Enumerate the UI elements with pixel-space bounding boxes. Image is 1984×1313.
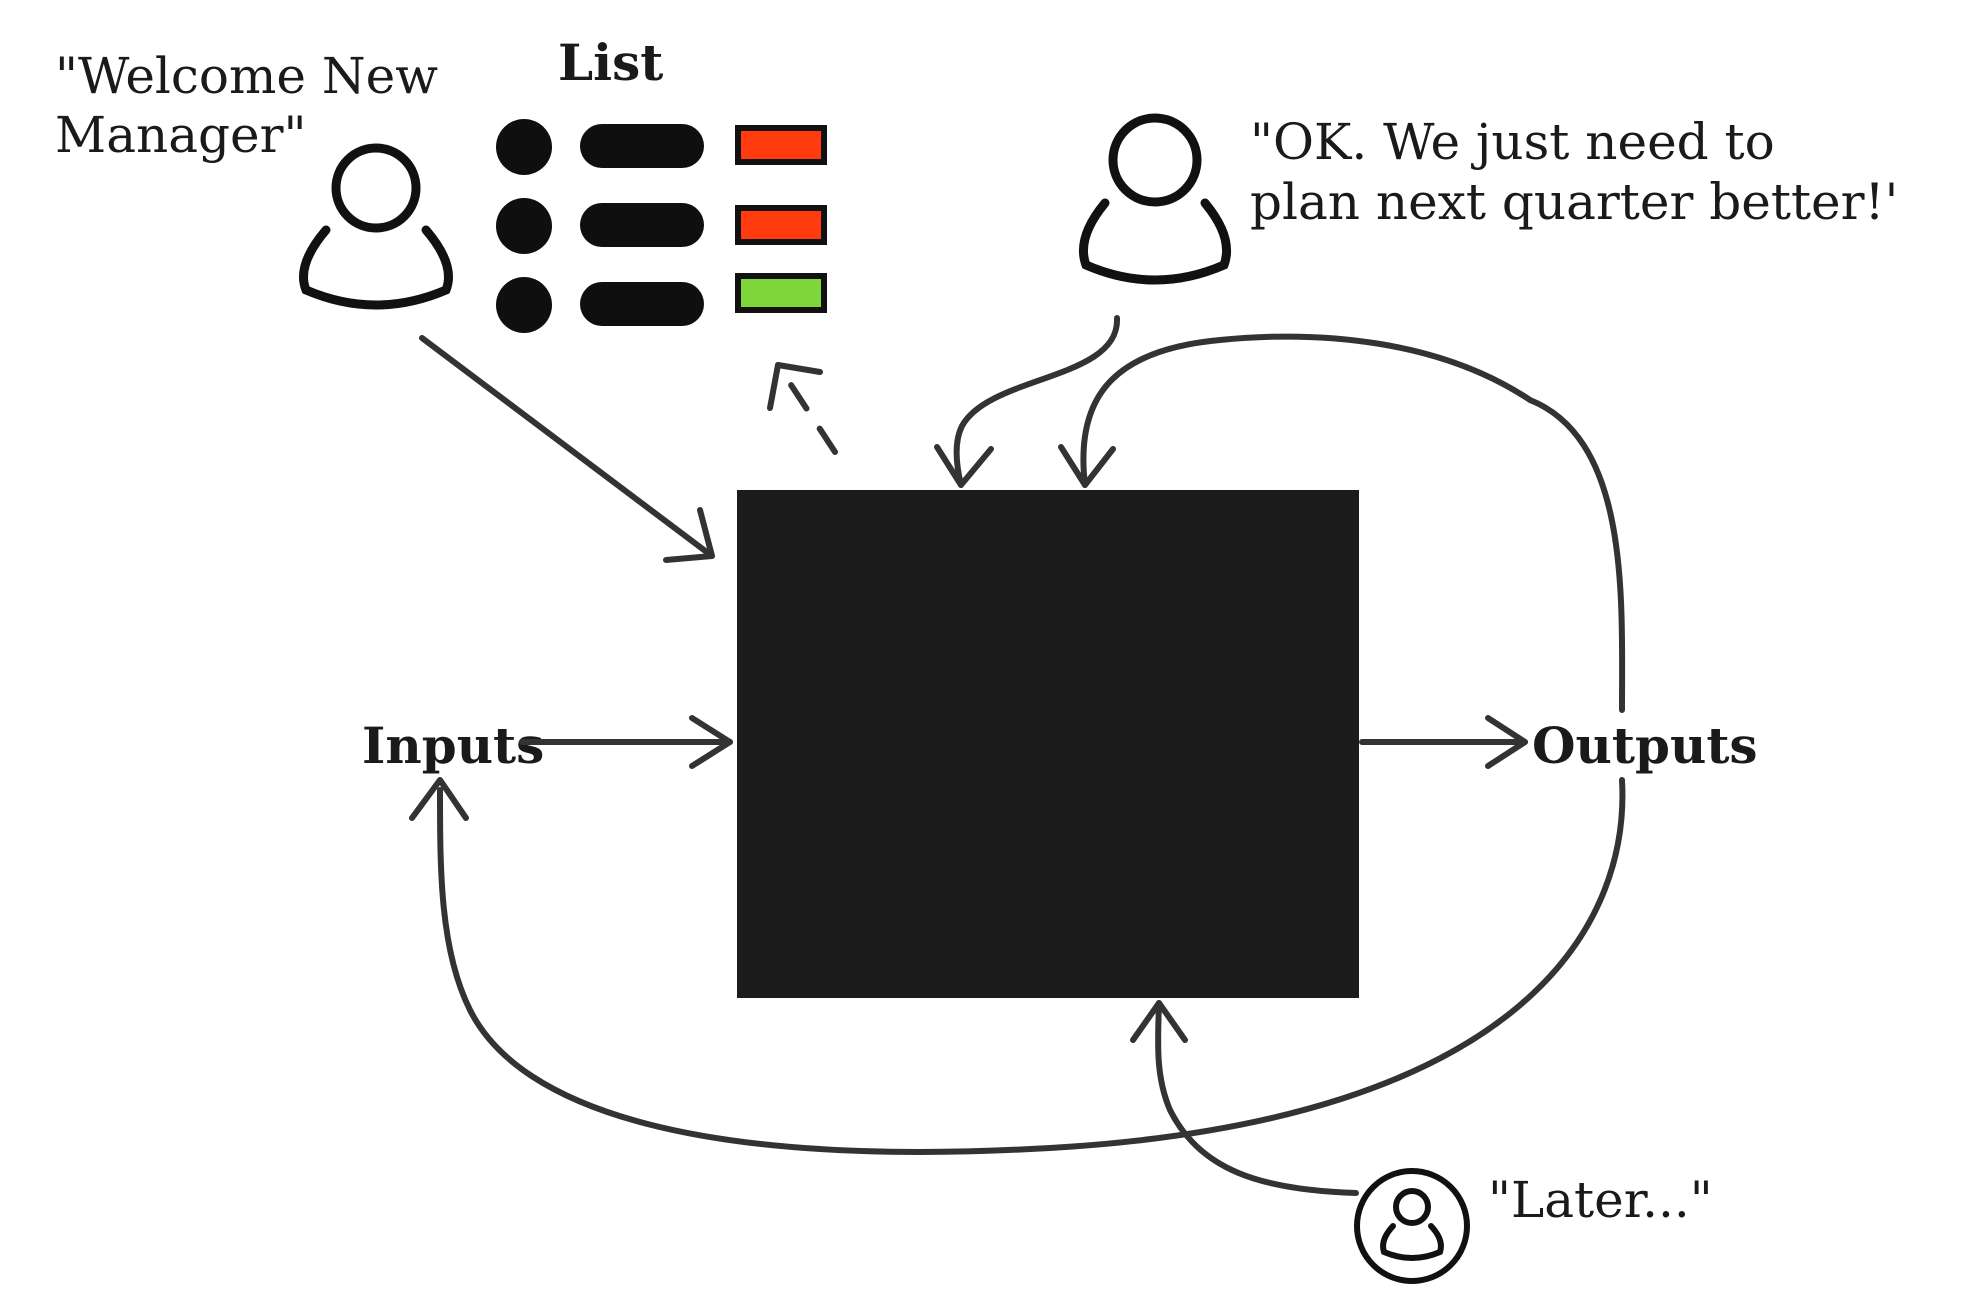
arrow-later-to-box — [1155, 1000, 1359, 1196]
arrow-box-to-list — [775, 362, 838, 455]
status-swatch-icon — [735, 273, 827, 313]
list-bullets — [496, 119, 552, 333]
list-bars — [580, 124, 704, 326]
person-icon-later — [1354, 1168, 1470, 1284]
list-bullet-icon — [496, 277, 552, 333]
list-item-bar — [580, 124, 704, 168]
status-swatch-icon — [735, 205, 827, 245]
arrow-outputs-loop-to-box-top — [1080, 333, 1626, 713]
status-swatch-icon — [735, 125, 827, 165]
arrow-inputs-to-box-head — [689, 715, 733, 769]
list-item-bar — [580, 203, 704, 247]
arrow-manager-to-box — [419, 335, 715, 559]
new-manager-quote-line2: Manager" — [55, 106, 307, 164]
outputs-label: Outputs — [1532, 716, 1758, 775]
arrow-planner-to-box-head — [934, 444, 994, 488]
later-quote: "Later..." — [1488, 1171, 1713, 1229]
black-box-process — [737, 490, 1359, 998]
inputs-label: Inputs — [362, 716, 545, 775]
person-icon-new-manager — [299, 143, 453, 310]
list-bullet-icon — [496, 119, 552, 175]
arrow-outputs-loop-to-box-top-head — [1058, 444, 1116, 488]
list-title: List — [558, 33, 664, 92]
list-status-swatches — [735, 125, 827, 313]
new-manager-quote-line1: "Welcome New — [55, 47, 439, 105]
arrow-outputs-loop-to-inputs-head — [409, 777, 469, 821]
arrow-planner-to-box — [953, 315, 1121, 488]
arrow-later-to-box-head — [1130, 1000, 1188, 1043]
person-icon-planner — [1078, 113, 1232, 285]
list-item-bar — [580, 282, 704, 326]
arrow-outputs-loop-to-inputs — [437, 777, 1626, 1155]
arrow-box-to-outputs-head — [1485, 715, 1528, 769]
arrow-manager-to-box-head — [663, 507, 715, 563]
planner-quote-line1: "OK. We just need to — [1250, 113, 1775, 171]
arrow-box-to-list-head — [767, 362, 823, 411]
list-bullet-icon — [496, 198, 552, 254]
planner-quote-line2: plan next quarter better!' — [1250, 173, 1899, 231]
